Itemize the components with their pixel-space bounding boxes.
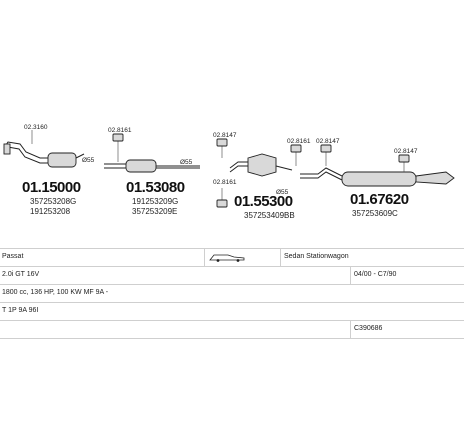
clamp-ref-3: 02.8147 [213, 132, 237, 139]
info-divider [350, 267, 351, 284]
info-engine: 2.0i GT 16V [2, 271, 40, 278]
part-ref-3a: 357253409BB [244, 211, 295, 220]
exhaust-part-2[interactable]: 02.8161 Ø55 01.53080 191253209G 35725320… [104, 127, 200, 216]
clamp-ref-4: 02.8147 [316, 138, 340, 145]
part-ref-1b: 191253208 [30, 207, 71, 216]
part-number-4: 01.67620 [350, 191, 409, 208]
part-ref-2a: 191253209G [132, 197, 178, 206]
clamp-ref-1: 02.3160 [24, 124, 48, 131]
info-row-3: 1800 cc, 136 HP, 100 KW MF 9A - [0, 284, 464, 302]
clamp-ref-4c: 02.8147 [394, 148, 418, 155]
part-number-2: 01.53080 [126, 179, 185, 196]
exhaust-part-1[interactable]: 02.3160 Ø55 01.15000 357253208G 19125320… [3, 124, 95, 216]
info-row-5: C390686 [0, 320, 464, 339]
info-body-type: Sedan Stationwagon [284, 253, 349, 260]
exhaust-part-4[interactable]: 02.8161 02.8147 02.8147 01.67620 3572536… [287, 138, 455, 218]
exhaust-part-3[interactable]: 02.8147 02.8161 Ø55 01.55300 357253409BB [213, 132, 295, 220]
info-catalog-code: C390686 [354, 325, 383, 332]
part-ref-2b: 357253209E [132, 207, 177, 216]
info-specs: 1800 cc, 136 HP, 100 KW MF 9A - [2, 289, 109, 296]
info-row-4: T 1P 9A 96I [0, 302, 464, 320]
part-number-3: 01.55300 [234, 193, 293, 210]
car-icon [209, 254, 245, 262]
clamp-ref-2: 02.8161 [108, 127, 132, 134]
info-divider [204, 249, 205, 266]
info-engine-code: T 1P 9A 96I [2, 307, 39, 314]
info-row-1: Passat Sedan Stationwagon [0, 248, 464, 266]
clamp-ref-3b: 02.8161 [213, 179, 237, 186]
info-divider [350, 321, 351, 338]
info-divider [280, 249, 281, 266]
part-number-1: 01.15000 [22, 179, 81, 196]
info-row-2: 2.0i GT 16V 04/00 - C7/90 [0, 266, 464, 284]
diameter-label-1: Ø55 [82, 157, 95, 164]
info-model: Passat [2, 253, 24, 260]
part-ref-1a: 357253208G [30, 197, 76, 206]
exhaust-system-diagram: 02.3160 Ø55 01.15000 357253208G 19125320… [3, 124, 455, 220]
diameter-label-2: Ø55 [180, 159, 193, 166]
clamp-ref-4b: 02.8161 [287, 138, 311, 145]
info-years: 04/00 - C7/90 [354, 271, 397, 278]
vehicle-info-table: Passat Sedan Stationwagon 2.0i GT 16V 04… [0, 248, 464, 339]
diameter-label-3: Ø55 [276, 189, 289, 196]
part-ref-4a: 357253609C [352, 209, 398, 218]
